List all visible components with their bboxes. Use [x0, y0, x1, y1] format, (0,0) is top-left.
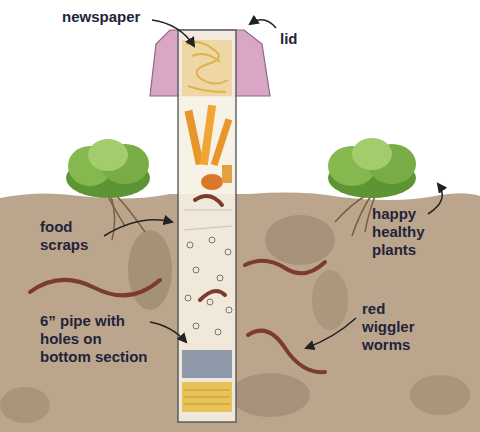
callout-label: red wiggler worms: [362, 300, 434, 354]
callout-label: happy healthy plants: [372, 205, 444, 259]
worms: [30, 196, 325, 372]
pipe: [178, 30, 236, 422]
leader-arrows: [104, 20, 442, 348]
lettuce-plants: [66, 138, 416, 198]
soil: [0, 193, 480, 432]
callout-label: newspaper: [62, 8, 162, 26]
callout-label: lid: [280, 30, 320, 48]
plant-roots: [108, 194, 375, 240]
callout-label: 6” pipe with holes on bottom section: [40, 312, 152, 366]
callout-label: food scraps: [40, 218, 102, 254]
